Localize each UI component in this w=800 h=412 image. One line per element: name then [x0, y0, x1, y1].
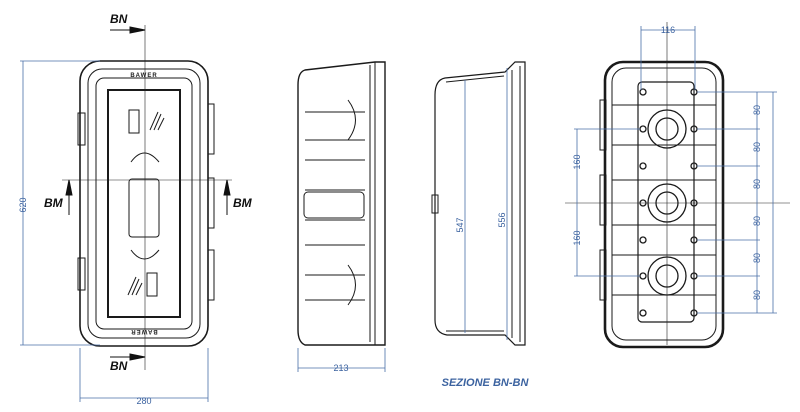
- extinguisher-icon: [128, 109, 160, 297]
- back-view: 116 80 80 80 80 80 80 160 160: [565, 22, 790, 349]
- dimension-width: 280: [136, 396, 151, 406]
- dimension-depth: 213: [333, 363, 348, 373]
- dimension-outer-height: 556: [497, 212, 507, 227]
- brand-bottom: BAWER: [130, 328, 157, 334]
- dimension-160: 160: [572, 154, 582, 169]
- side-view: 213: [297, 61, 386, 373]
- section-view: 547 556 SEZIONE BN-BN: [431, 61, 530, 389]
- section-label-bn-bottom: BN: [110, 359, 128, 373]
- dimension-inner-height: 547: [455, 217, 465, 232]
- section-label-bm-right: BM: [233, 196, 253, 210]
- dimension-80: 80: [752, 142, 762, 152]
- mounting-holes: [639, 88, 698, 317]
- dimension-80: 80: [752, 105, 762, 115]
- section-label-bm-left: BM: [44, 196, 64, 210]
- front-view: BAWER BAWER BN BN BM BM: [18, 12, 253, 406]
- dimension-hole-spacing: 116: [661, 25, 675, 35]
- dimension-160: 160: [572, 230, 582, 245]
- hinges: [77, 103, 215, 301]
- section-arrows: [65, 26, 231, 361]
- dimension-80: 80: [752, 216, 762, 226]
- dimension-80: 80: [752, 253, 762, 263]
- section-caption: SEZIONE BN-BN: [442, 377, 530, 389]
- brand-top: BAWER: [130, 73, 157, 79]
- dimension-lines: [20, 60, 209, 402]
- flame-icon: [127, 111, 165, 296]
- dimension-80: 80: [752, 179, 762, 189]
- dimension-80: 80: [752, 290, 762, 300]
- dimension-height: 620: [18, 197, 28, 212]
- section-label-bn-top: BN: [110, 12, 128, 26]
